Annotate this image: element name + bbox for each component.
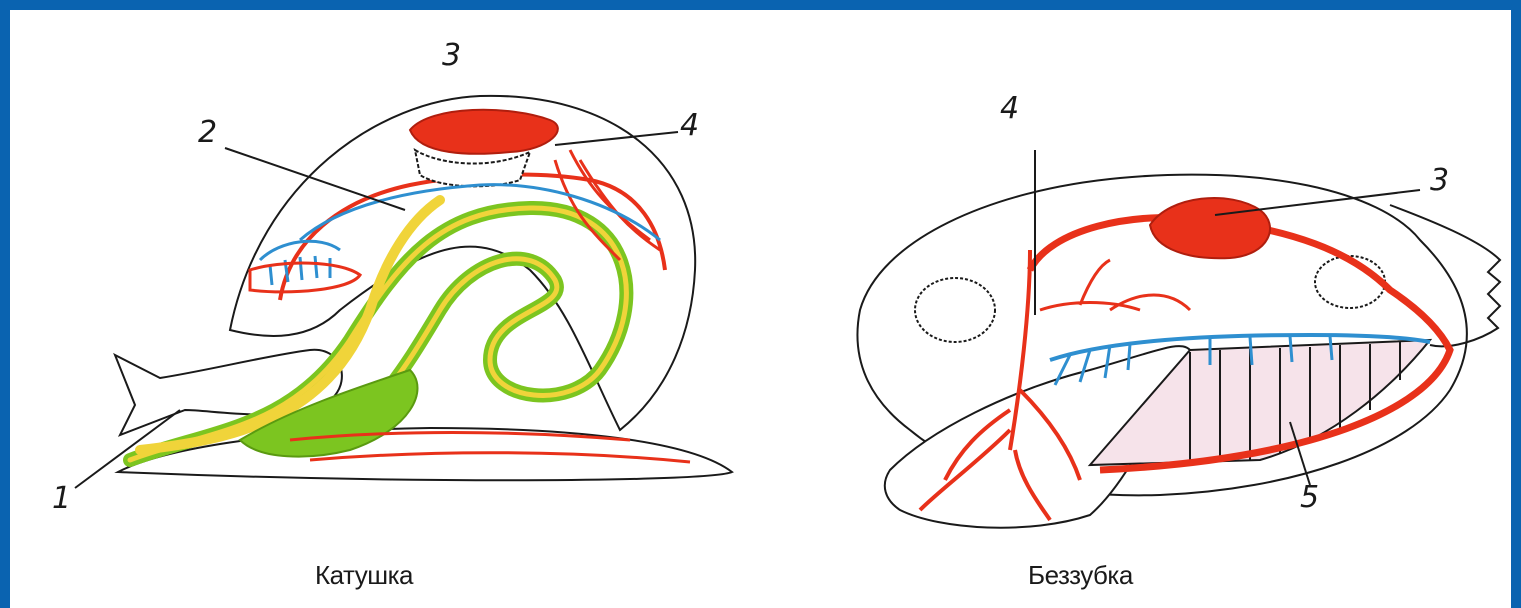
snail-label-3: 3 — [442, 38, 461, 73]
mussel-label-3: 3 — [1430, 163, 1449, 198]
snail-diagram: 1 2 3 4 — [52, 38, 732, 516]
snail-label-1: 1 — [52, 481, 71, 516]
diagram-canvas: 1 2 3 4 — [10, 10, 1511, 608]
mussel-label-5: 5 — [1300, 480, 1319, 515]
mussel-label-4: 4 — [1000, 91, 1019, 126]
snail-heart — [410, 110, 558, 154]
snail-label-2: 2 — [198, 115, 217, 150]
snail-label-4: 4 — [680, 108, 699, 143]
figure-panel: 1 2 3 4 — [10, 10, 1511, 608]
mussel-diagram: 4 3 5 — [857, 91, 1500, 528]
mussel-anterior-adductor — [915, 278, 995, 342]
snail-caption: Катушка — [315, 560, 413, 591]
mussel-caption: Беззубка — [1028, 560, 1133, 591]
